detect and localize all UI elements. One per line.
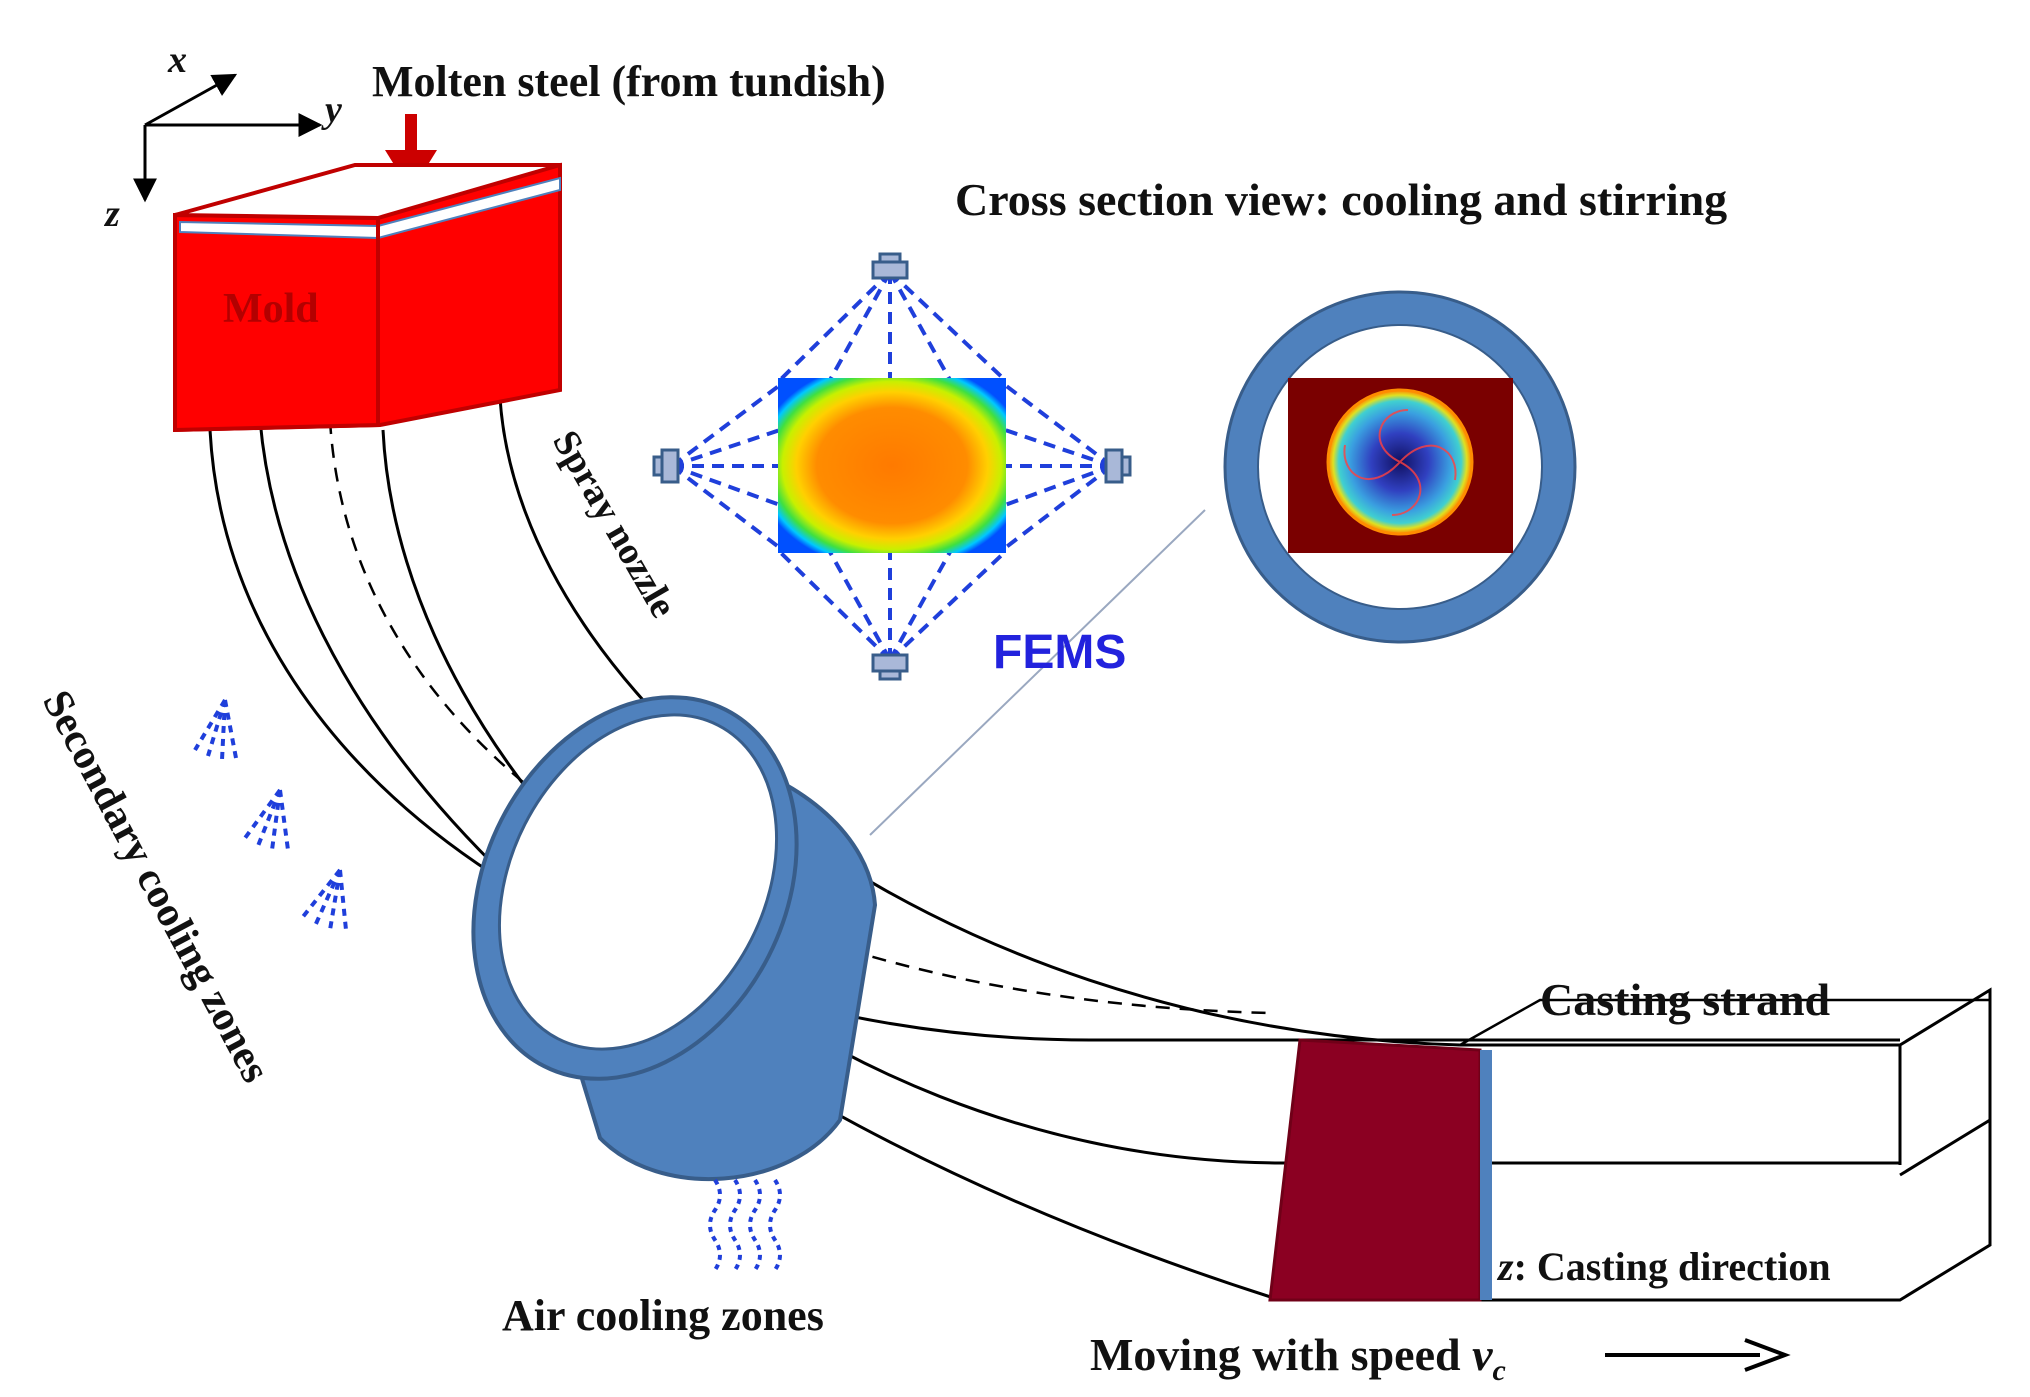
secondary-spray-marks xyxy=(193,698,348,931)
axis-z-label: z xyxy=(103,193,120,235)
speed-symbol: v xyxy=(1472,1329,1493,1380)
coordinate-axes xyxy=(133,73,323,203)
axis-y-label: y xyxy=(321,89,342,131)
air-cooling-marks xyxy=(708,1178,782,1272)
casting-direction-label: z: Casting direction xyxy=(1496,1244,1831,1289)
casting-strand xyxy=(208,397,1992,1302)
mold-label: Mold xyxy=(223,286,319,332)
solidified-section xyxy=(1268,1038,1492,1302)
speed-subscript: c xyxy=(1493,1354,1506,1387)
cross-section-title: Cross section view: cooling and stirring xyxy=(955,174,1727,225)
casting-direction-text: : Casting direction xyxy=(1514,1244,1831,1289)
casting-strand-label: Casting strand xyxy=(1540,974,1831,1025)
fems-label: FEMS xyxy=(993,626,1126,679)
nozzle-icons xyxy=(652,252,1132,681)
moving-speed-text: Moving with speed xyxy=(1090,1329,1472,1380)
moving-speed-label: Moving with speed vc xyxy=(1090,1329,1506,1387)
casting-direction-axis: z xyxy=(1496,1244,1514,1289)
air-cooling-label: Air cooling zones xyxy=(502,1291,824,1340)
stirrer-ring xyxy=(471,695,878,1182)
temperature-field xyxy=(778,378,1006,553)
secondary-cooling-label: Secondary cooling zones xyxy=(33,683,278,1090)
molten-steel-label: Molten steel (from tundish) xyxy=(372,57,886,106)
moving-direction-arrow xyxy=(1605,1338,1791,1372)
fems-inset xyxy=(869,290,1577,836)
spray-lines xyxy=(670,270,1114,662)
axis-x-label: x xyxy=(167,39,187,81)
spray-cross-section xyxy=(652,252,1132,681)
mold xyxy=(173,162,562,433)
